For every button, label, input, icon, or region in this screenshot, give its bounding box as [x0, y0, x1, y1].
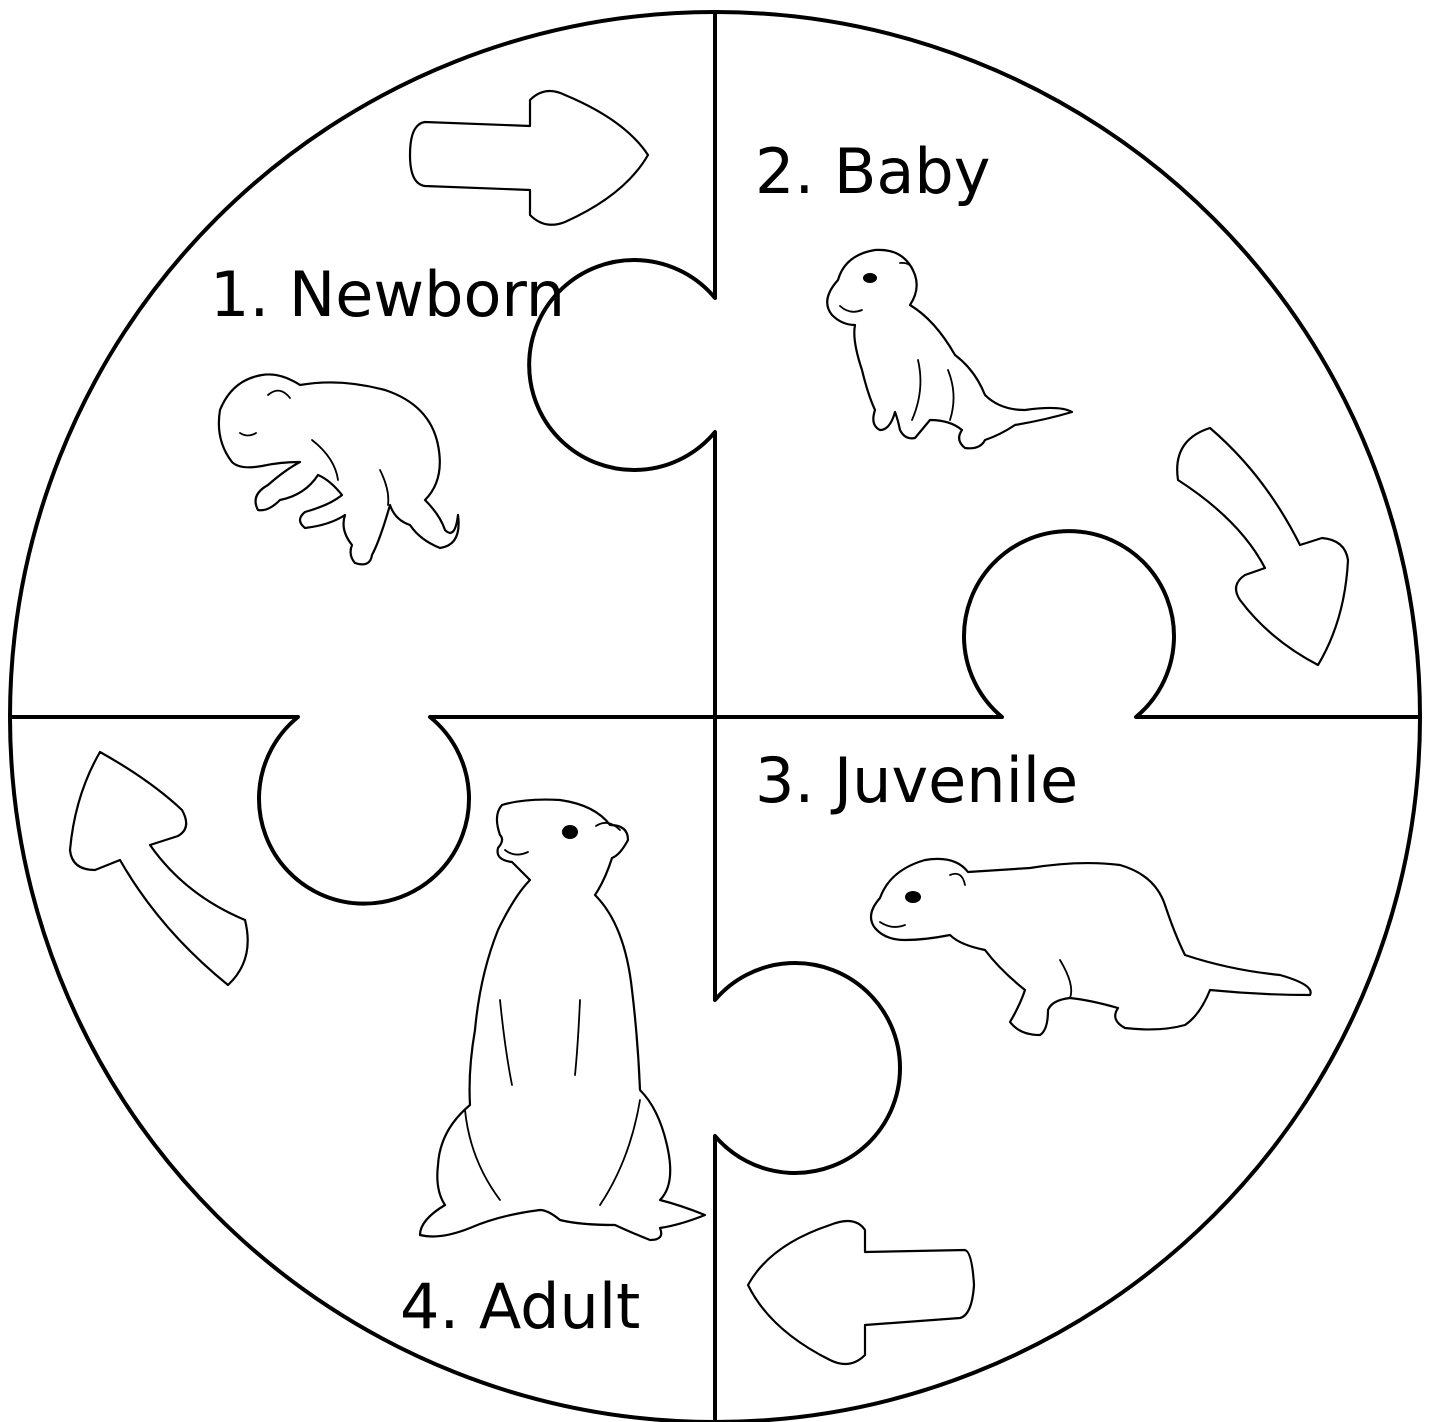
arrow-left-icon: [748, 1221, 974, 1364]
arrow-up-left-icon: [70, 752, 248, 985]
baby-meerkat-illustration: [827, 250, 1072, 448]
newborn-meerkat-illustration: [219, 374, 459, 564]
juvenile-meerkat-illustration: [871, 859, 1311, 1035]
stage-label-newborn: 1. Newborn: [210, 258, 565, 331]
stage-label-baby: 2. Baby: [755, 135, 990, 208]
adult-meerkat-illustration: [420, 800, 705, 1240]
arrow-right-icon: [410, 91, 648, 225]
arrow-down-right-icon: [1177, 428, 1348, 665]
stage-label-adult: 4. Adult: [400, 1270, 640, 1343]
puzzle-dividers: [10, 14, 1420, 1420]
stage-label-juvenile: 3. Juvenile: [755, 744, 1078, 817]
